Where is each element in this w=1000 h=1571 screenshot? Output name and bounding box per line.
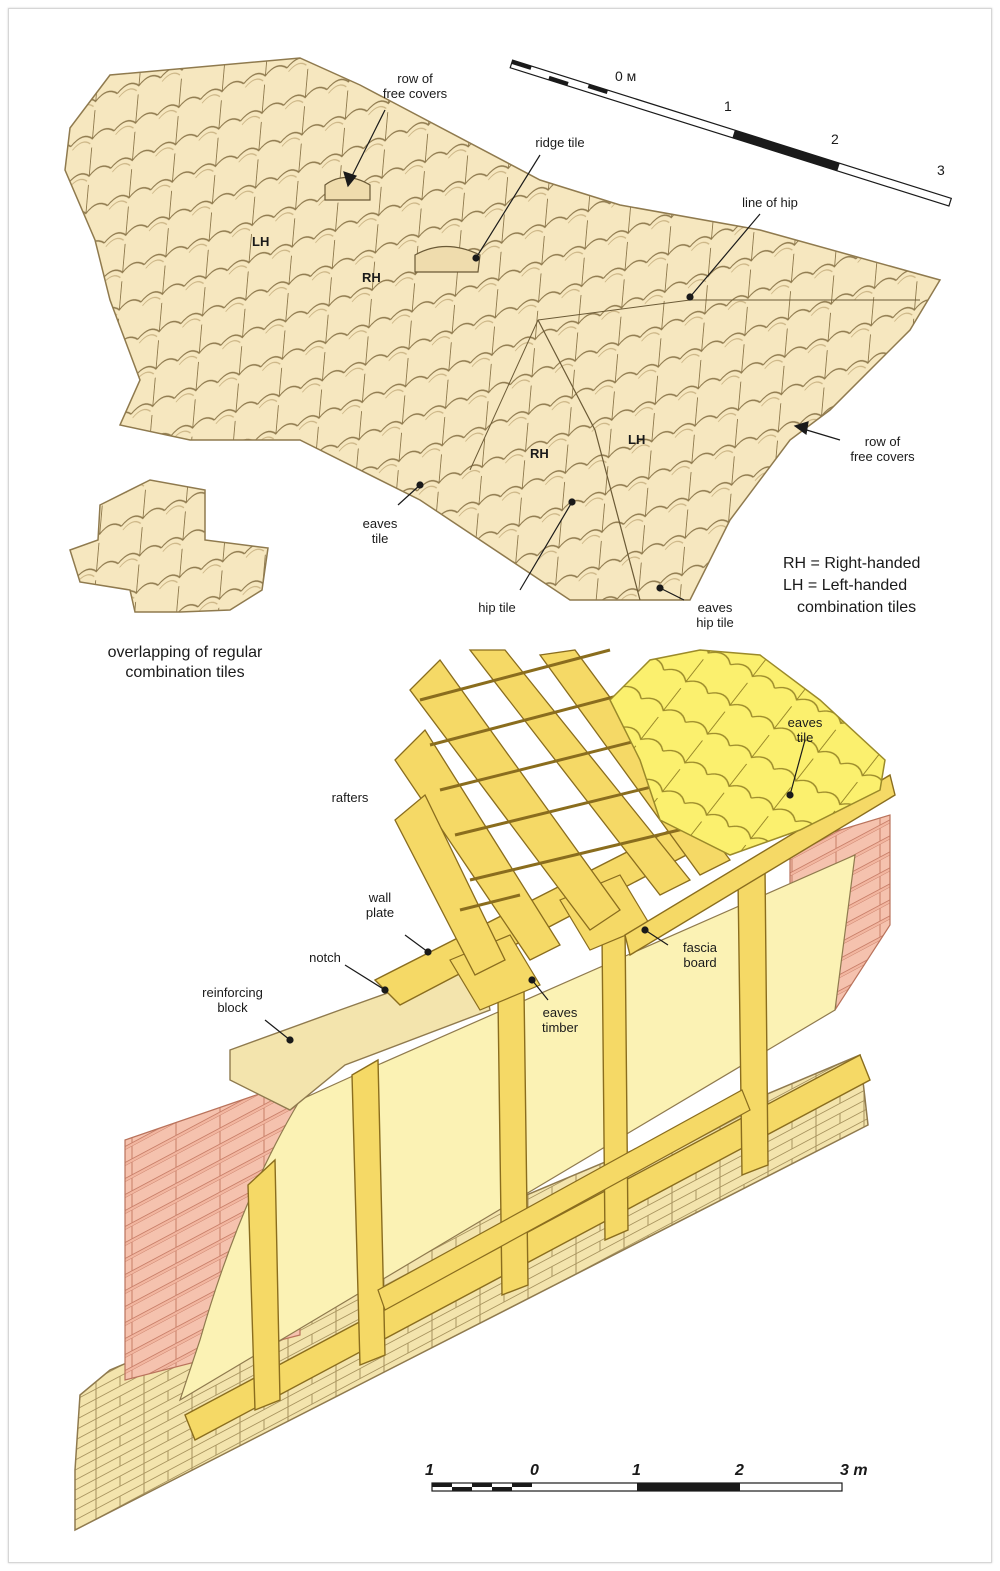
tag-lh-top: LH xyxy=(252,234,270,249)
timber-frame-wall xyxy=(74,648,896,1532)
tag-rh-bottom: RH xyxy=(530,446,549,461)
label-row-of-free-covers-right: row of free covers xyxy=(850,434,915,464)
label-line-of-hip: line of hip xyxy=(742,195,798,210)
legend-lh: LH = Left-handed xyxy=(783,577,908,594)
scale-bottom-d: 2 xyxy=(735,1462,744,1479)
label-eaves-tile-bottom: eaves tile xyxy=(787,715,823,745)
label-eaves-tile-top: eaves tile xyxy=(362,516,398,546)
label-notch: notch xyxy=(309,950,341,965)
label-eaves-timber: eaves timber xyxy=(541,1005,579,1035)
scale-bar-bottom xyxy=(431,1482,843,1492)
tag-lh-bottom: LH xyxy=(628,432,646,447)
scale-top-zero: 0 м xyxy=(615,68,637,84)
tiled-roof-plan xyxy=(64,57,942,601)
label-wall-plate: wall plate xyxy=(365,890,395,920)
scale-bottom-b: 0 xyxy=(530,1462,539,1479)
tag-rh-top: RH xyxy=(362,270,381,285)
label-ridge-tile: ridge tile xyxy=(535,135,585,150)
scale-bar-top xyxy=(509,59,953,207)
leader-lines-top xyxy=(343,109,841,601)
label-rafters: rafters xyxy=(331,790,369,805)
scale-bottom-a: 1 xyxy=(425,1462,434,1479)
legend-rh: RH = Right-handed xyxy=(783,555,921,572)
scale-bottom-c: 1 xyxy=(632,1462,641,1479)
scale-top-three: 3 xyxy=(937,162,945,178)
leader-lines-bottom xyxy=(264,739,806,1044)
legend: RH = Right-handed LH = Left-handed combi… xyxy=(783,553,920,619)
page-frame xyxy=(8,8,992,1563)
label-overlapping-caption: overlapping of regular combination tiles xyxy=(107,644,263,681)
label-reinforcing-block: reinforcing block xyxy=(202,985,263,1015)
legend-combination: combination tiles xyxy=(797,599,917,616)
scale-top-one: 1 xyxy=(724,98,732,114)
overlapping-tiles-sketch xyxy=(69,479,269,613)
label-fascia-board: fascia board xyxy=(683,940,717,970)
label-eaves-hip-tile: eaves hip tile xyxy=(696,600,734,630)
label-hip-tile: hip tile xyxy=(478,600,516,615)
scale-bottom-e: 3 m xyxy=(840,1462,868,1479)
label-row-of-free-covers-top: row of free covers xyxy=(382,71,448,101)
scale-top-two: 2 xyxy=(831,131,839,147)
